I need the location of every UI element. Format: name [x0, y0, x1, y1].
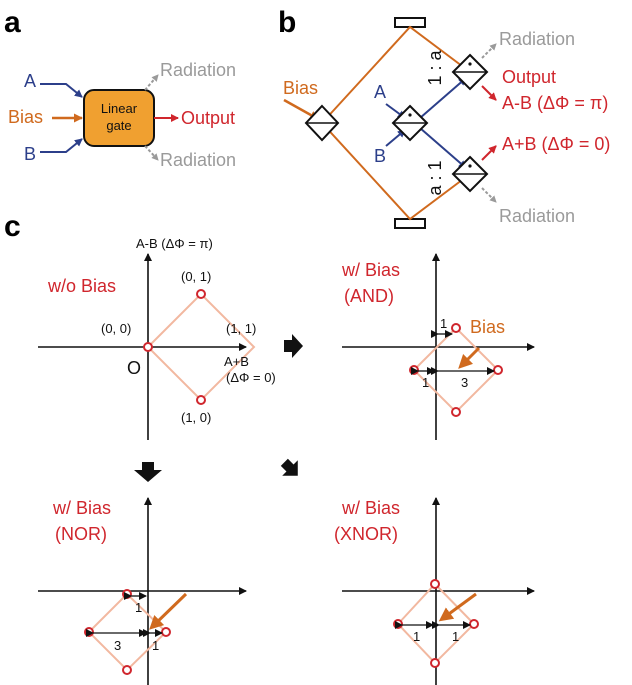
and-gap3: 3: [461, 375, 468, 390]
and-gap2: 1: [422, 375, 429, 390]
nor-point-11: [161, 627, 171, 637]
bias-path-lower: [321, 122, 471, 221]
nor-gap2: 3: [114, 638, 121, 653]
xnor-point-11: [469, 619, 479, 629]
transition-arrow-down: [134, 462, 162, 482]
beam-splitter-output-top: [451, 53, 489, 91]
beam-splitter-input: [391, 104, 429, 142]
nor-gap3: 1: [152, 638, 159, 653]
bias-label: Bias: [8, 107, 43, 127]
origin-label: O: [127, 358, 141, 378]
point-11-label: (1, 1): [226, 321, 256, 336]
bias-label-b: Bias: [283, 78, 318, 98]
and-point-01: [451, 323, 461, 333]
output-sum-arrow: [481, 145, 497, 161]
input-b-label: B: [24, 144, 36, 164]
point-10-label: (1, 0): [181, 410, 211, 425]
gate-label-line2: gate: [106, 118, 131, 133]
state-diamond-3: [87, 592, 168, 672]
output-label: Output: [181, 108, 235, 128]
xnor-point-10: [430, 658, 440, 668]
output-diff-arrow: [481, 85, 497, 101]
radiation-top-arrow: [144, 74, 159, 91]
transition-arrow-right: [284, 334, 303, 358]
input-b-label-b: B: [374, 146, 386, 166]
and-point-10: [451, 407, 461, 417]
blue-path-upper: [419, 77, 467, 119]
and-point-00: [409, 365, 419, 375]
plot-nor: [38, 497, 247, 685]
plot-and: [342, 253, 535, 440]
panel-label-b: b: [278, 6, 296, 39]
wo-bias-label: w/o Bias: [47, 276, 116, 296]
input-a-label-b: A: [374, 82, 386, 102]
nor-point-00: [84, 627, 94, 637]
nor-point-01: [122, 589, 132, 599]
plot-without-bias: [38, 253, 256, 440]
panel-label-a: a: [4, 6, 21, 39]
radiation-bottom-arrow-b: [481, 187, 497, 203]
y-axis-label: A-B (ΔΦ = π): [136, 236, 213, 251]
bias-shift-arrow-nor: [149, 592, 188, 630]
and-label-line1: w/ Bias: [341, 260, 400, 280]
mirror-top: [394, 17, 426, 28]
nor-label-line1: w/ Bias: [52, 498, 111, 518]
ratio-top-label: 1 : a: [425, 50, 445, 86]
beam-splitter-bias: [304, 104, 340, 142]
output-sum-label: A+B (ΔΦ = 0): [502, 134, 610, 154]
output-diff-label: A-B (ΔΦ = π): [502, 93, 608, 113]
blue-path-lower: [419, 127, 467, 169]
bias-shift-arrow-and: [458, 346, 481, 369]
mirror-bottom: [394, 218, 426, 229]
transition-arrow-diagonal: [280, 458, 298, 476]
nor-label-line2: (NOR): [55, 524, 107, 544]
and-label-line2: (AND): [344, 286, 394, 306]
input-b-arrow: [40, 138, 83, 153]
input-a-label: A: [24, 71, 36, 91]
xnor-point-00: [393, 619, 403, 629]
point-00: [143, 342, 153, 352]
ratio-bottom-label: a : 1: [425, 160, 445, 195]
point-10: [196, 395, 206, 405]
radiation-top-label: Radiation: [160, 60, 236, 80]
bias-label-c: Bias: [470, 317, 505, 337]
output-label-b: Output: [502, 67, 556, 87]
bias-path-upper: [321, 25, 471, 124]
nor-gap1: 1: [135, 600, 142, 615]
radiation-bottom-label-b: Radiation: [499, 206, 575, 226]
xnor-gap2: 1: [452, 629, 459, 644]
point-01: [196, 289, 206, 299]
xnor-gap1: 1: [413, 629, 420, 644]
and-point-11: [493, 365, 503, 375]
point-00-label: (0, 0): [101, 321, 131, 336]
radiation-bottom-arrow: [144, 145, 159, 161]
nor-point-10: [122, 665, 132, 675]
radiation-top-label-b: Radiation: [499, 29, 575, 49]
x-axis-label-line2: (ΔΦ = 0): [226, 370, 276, 385]
gate-label-line1: Linear: [101, 101, 138, 116]
x-axis-label-line1: A+B: [224, 354, 249, 369]
beam-splitter-output-bottom: [451, 155, 489, 193]
radiation-bottom-label: Radiation: [160, 150, 236, 170]
plot-xnor: [342, 497, 535, 685]
xnor-point-01: [430, 579, 440, 589]
and-gap1: 1: [440, 316, 447, 331]
bias-shift-arrow-xnor: [438, 592, 477, 622]
state-diamond-1: [146, 292, 256, 402]
state-diamond-2: [412, 326, 500, 414]
xnor-label-line2: (XNOR): [334, 524, 398, 544]
point-01-label: (0, 1): [181, 269, 211, 284]
xnor-label-line1: w/ Bias: [341, 498, 400, 518]
input-a-arrow: [40, 83, 83, 98]
radiation-top-arrow-b: [481, 43, 497, 59]
panel-label-c: c: [4, 210, 21, 243]
